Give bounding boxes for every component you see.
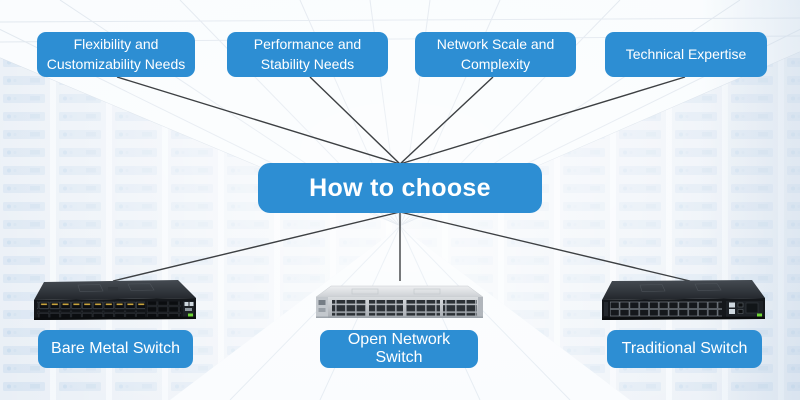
connector-line	[112, 211, 401, 282]
center-node-label: How to choose	[309, 173, 491, 202]
factor-label: Performance and Stability Needs	[253, 35, 362, 72]
switch-label: Open Network Switch	[347, 331, 451, 366]
factor-label: Network Scale and Complexity	[436, 35, 555, 72]
traditional-switch-image	[602, 280, 765, 320]
traditional-switch-label-box: Traditional Switch	[607, 330, 762, 368]
factor-box-performance: Performance and Stability Needs	[227, 32, 388, 77]
connector-line	[399, 211, 691, 282]
factor-box-network-scale: Network Scale and Complexity	[415, 32, 576, 77]
connector-line	[116, 76, 401, 165]
connector-line	[399, 76, 494, 165]
status-led-green	[757, 313, 762, 317]
factor-box-flexibility: Flexibility and Customizability Needs	[37, 32, 195, 77]
factor-box-technical-expertise: Technical Expertise	[605, 32, 767, 77]
connector-line	[309, 76, 401, 165]
status-led-green	[188, 313, 193, 317]
open-network-switch-image	[316, 285, 483, 318]
factor-label: Flexibility and Customizability Needs	[46, 35, 186, 72]
switch-label: Bare Metal Switch	[51, 340, 180, 357]
bare-metal-switch-image	[34, 280, 196, 320]
factor-label: Technical Expertise	[625, 45, 747, 62]
connector-line	[399, 76, 686, 165]
switch-label: Traditional Switch	[621, 340, 748, 357]
center-node-how-to-choose: How to choose	[258, 163, 542, 213]
bare-metal-switch-label-box: Bare Metal Switch	[38, 330, 193, 368]
open-network-switch-label-box: Open Network Switch	[320, 330, 478, 368]
